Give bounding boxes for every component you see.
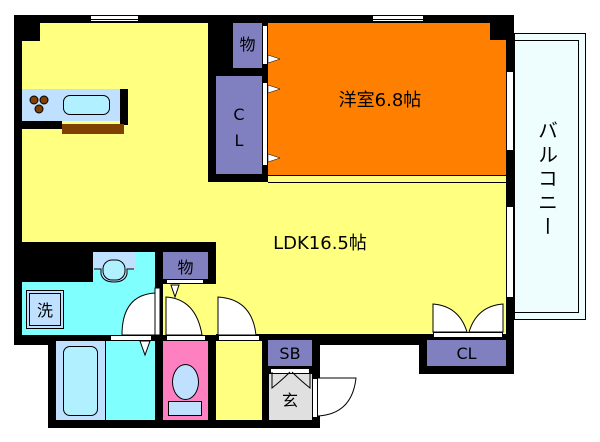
bathtub[interactable] [63,346,98,416]
storage-upper-label: 物 [239,35,256,54]
window-top-right[interactable] [373,15,423,22]
bathroom [106,341,155,420]
ldk-area-left-lower [22,175,208,243]
washer [26,290,64,329]
closet-upper[interactable] [216,76,262,174]
balcony [514,33,586,320]
western-room-label: 洋室6.8帖 [338,90,422,111]
storage-upper-door[interactable] [262,25,268,65]
kitchen-counter-bottom [22,121,62,129]
kitchen-sink [63,95,110,115]
shoe-box-door-swings-icon [271,371,311,390]
door-swings-icon [121,284,257,336]
window-bedroom-balcony[interactable] [506,72,514,150]
kitchen-counter-end [120,89,128,125]
western-room [268,23,490,175]
washer-label: 洗 [36,301,53,320]
toilet-door-sill[interactable] [166,335,206,341]
closet-lower-door-sill[interactable] [433,332,503,338]
door-swing-arrows-icon [267,54,281,163]
closet-upper-label-l: L [234,130,244,150]
toilet-tank [168,401,202,416]
outer-cutout-bottom-left [0,345,48,442]
closet-upper-door[interactable] [262,82,268,166]
toilet-bowl[interactable] [172,364,199,400]
balcony-label: バルコニー [534,120,559,240]
window-ldk-balcony[interactable] [506,207,514,297]
shoe-box-door[interactable] [270,368,310,374]
storage-lower-label: 物 [177,257,194,277]
entrance [268,374,312,420]
closet-lower-label: CL [456,343,477,363]
closet-lower-door-swings-icon [432,303,504,333]
hallway-door-sill[interactable] [218,335,260,341]
entrance-door[interactable] [312,378,318,418]
stove-burners-icon [29,95,49,114]
shoe-box-label: SB [279,343,301,363]
window-top-left[interactable] [91,15,138,22]
bathroom-door-sill[interactable] [110,335,152,341]
wash-basin-icon [94,259,134,283]
pillar-top-left [22,23,40,41]
balcony-inner-border [514,40,579,313]
closet-lower[interactable] [427,340,506,366]
ldk-label: LDK16.5帖 [273,233,367,254]
ldk-strip [268,175,506,183]
kitchen-shelf [62,124,124,134]
storage-upper[interactable] [233,23,262,68]
entrance-wall-right [312,335,320,375]
storage-lower[interactable] [163,252,208,279]
storage-lower-door[interactable] [166,279,204,284]
entrance-door-swing-icon-2 [317,377,357,417]
hallway [216,341,262,420]
shoe-box[interactable] [268,340,312,366]
entrance-label: 玄 [281,391,298,410]
outer-cutout-right [514,320,600,442]
bathroom-door-arrow-icon [139,340,151,357]
closet-upper-label-c: C [233,104,245,124]
western-room-right [490,40,506,175]
